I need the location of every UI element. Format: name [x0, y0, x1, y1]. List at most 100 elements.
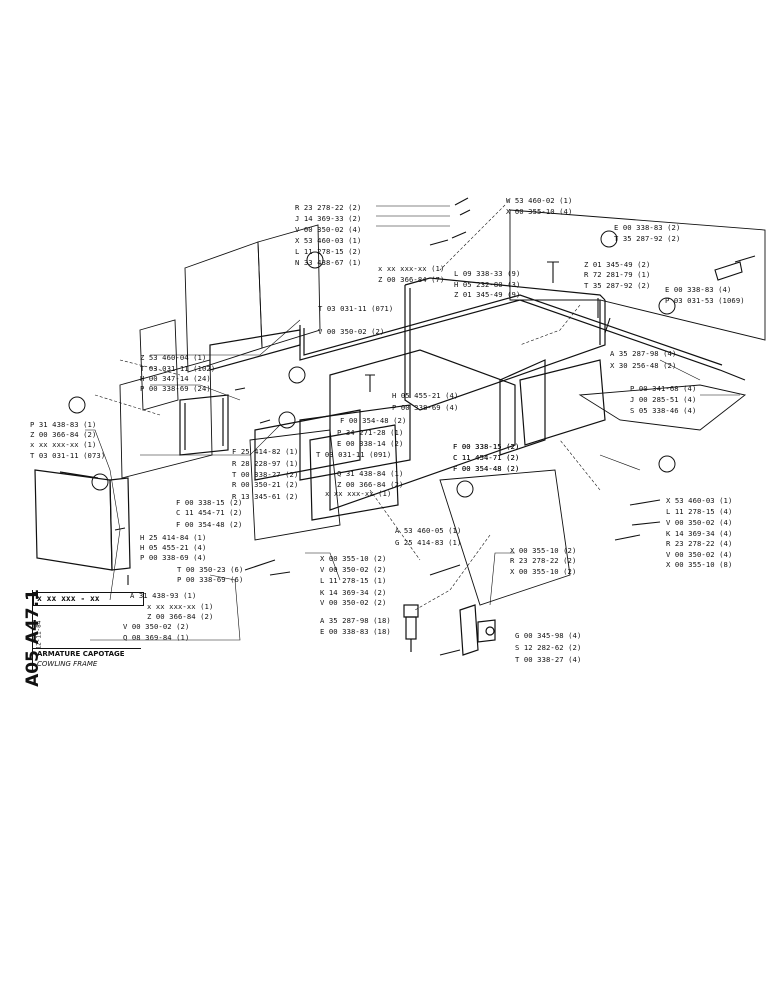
part-callout: J 00 285-51 (4)	[630, 395, 697, 404]
part-callout: T 00 350-23 (6)	[177, 565, 244, 574]
part-callout: P 31 438-83 (1)	[30, 420, 97, 429]
part-callout: C 11 454-71 (2)	[176, 508, 243, 517]
part-callout: x xx xxx-xx (1)	[30, 440, 97, 449]
part-callout: G 25 414-83 (1)	[395, 538, 462, 547]
part-callout: V 00 350-02 (4)	[666, 518, 733, 527]
part-callout: W 53 460-02 (1)	[506, 196, 573, 205]
title-english: COWLING FRAME	[37, 660, 98, 668]
part-callout: A 35 287-98 (4)	[610, 349, 677, 358]
detail-bubbles	[68, 230, 676, 498]
part-callout: C 11 454-71 (2)	[453, 453, 520, 462]
fasteners	[114, 197, 756, 656]
part-callout: V 00 350-02 (2)	[320, 565, 387, 574]
part-callout: E 00 338-83 (2)	[614, 223, 681, 232]
part-callout: Z 53 460-04 (1)	[140, 353, 207, 362]
part-callout: X 00 355-10 (4)	[506, 207, 573, 216]
part-callout: R 23 278-22 (4)	[666, 539, 733, 548]
frame-tubes	[179, 277, 746, 521]
part-callout: A 53 460-05 (1)	[395, 526, 462, 535]
part-callout: T 35 287-92 (2)	[614, 234, 681, 243]
part-callout: F 00 354-48 (2)	[176, 520, 243, 529]
part-callout: R 23 278-22 (2)	[510, 556, 577, 565]
part-callout: P 00 341-68 (4)	[630, 384, 697, 393]
part-callout: x xx xxx-xx (1)	[325, 489, 392, 498]
part-callout: x xx xxx-xx (1)	[147, 602, 214, 611]
part-callout: P 00 338-69 (24)	[140, 384, 211, 393]
part-callout: T 00 338-27 (2)	[232, 470, 299, 479]
part-callout: H 05 232-80 (3)	[454, 280, 521, 289]
part-callout: X 30 256-48 (2)	[610, 361, 677, 370]
part-callout: H 00 347-14 (24)	[140, 374, 211, 383]
part-callout: R 28 228-97 (1)	[232, 459, 299, 468]
part-callout: Z 00 366-84 (2)	[337, 480, 404, 489]
part-callout: G 00 345-98 (4)	[515, 631, 582, 640]
part-callout: F 00 338-15 (2)	[453, 442, 520, 451]
part-callout: E 00 338-83 (18)	[320, 627, 391, 636]
part-callout: R 72 281-79 (1)	[584, 270, 651, 279]
callout-leaders	[85, 205, 740, 641]
part-callout: V 00 350-02 (2)	[318, 327, 385, 336]
part-callout: H 05 455-21 (4)	[140, 543, 207, 552]
part-callout: C 11 454-71 (2)	[453, 453, 520, 462]
part-callout: F 00 354-48 (2)	[453, 464, 520, 473]
part-number: x xx xxx - xx	[33, 592, 144, 606]
part-callout: T 03 031-11 (071)	[318, 304, 394, 313]
part-callout: Q 08 369-84 (1)	[123, 633, 190, 642]
part-callout: S 05 338-46 (4)	[630, 406, 697, 415]
lug-bracket	[459, 604, 496, 656]
part-callout: R 00 350-21 (2)	[232, 480, 299, 489]
part-callout: Q 31 438-84 (1)	[337, 469, 404, 478]
part-callout: Z 01 345-49 (9)	[454, 290, 521, 299]
part-callout: Z 00 366-84 (2)	[147, 612, 214, 621]
part-callout: P 03 031-53 (1069)	[665, 296, 745, 305]
part-callout: K 14 369-34 (4)	[666, 529, 733, 538]
part-callout: X 00 355-10 (8)	[666, 560, 733, 569]
part-callout: T 03 031-11 (073)	[30, 451, 106, 460]
part-callout: Z 00 366-84 (2)	[30, 430, 97, 439]
title-box: x xx xxx - xx ARMATURE CAPOTAGE COWLING …	[32, 590, 144, 672]
part-callout: P 00 338-69 (4)	[392, 403, 459, 412]
damper-bolt	[403, 604, 419, 652]
part-callout: E 00 338-14 (2)	[337, 439, 404, 448]
part-callout: X 00 355-10 (2)	[510, 567, 577, 576]
part-callout: x xx xxx-xx (1)	[378, 264, 445, 273]
part-callout: N 33 438-67 (1)	[295, 258, 362, 267]
part-callout: P 00 338-69 (6)	[177, 575, 244, 584]
part-callout: E 00 338-83 (4)	[665, 285, 732, 294]
part-callout: R 13 345-61 (2)	[232, 492, 299, 501]
part-callout: P 34 271-28 (1)	[337, 428, 404, 437]
part-callout: A 31 438-93 (1)	[130, 591, 197, 600]
title-divider	[33, 648, 141, 649]
part-callout: V 00 350-02 (4)	[295, 225, 362, 234]
cover-panels	[119, 209, 766, 606]
part-callout: R 23 278-22 (2)	[295, 203, 362, 212]
part-callout: J 14 369-33 (2)	[295, 214, 362, 223]
part-callout: X 00 355-10 (2)	[510, 546, 577, 555]
part-callout: X 53 460-03 (1)	[295, 236, 362, 245]
part-callout: T 35 287-92 (2)	[584, 281, 651, 290]
part-callout: V 00 350-02 (2)	[320, 598, 387, 607]
title-block: A05 A47.1 12-11-84 x xx xxx - xx ARMATUR…	[14, 589, 144, 687]
part-callout: A 35 287-98 (18)	[320, 616, 391, 625]
part-callout: Z 01 345-49 (2)	[584, 260, 651, 269]
part-callout: F 00 338-15 (2)	[176, 498, 243, 507]
part-callout: T 00 338-27 (4)	[515, 655, 582, 664]
leader-lines	[94, 204, 601, 611]
part-callout: L 09 338-33 (9)	[454, 269, 521, 278]
part-callout: K 14 369-34 (2)	[320, 588, 387, 597]
part-callout: P 00 338-69 (4)	[140, 553, 207, 562]
part-callout: X 00 355-10 (2)	[320, 554, 387, 563]
part-callout: V 00 350-02 (2)	[123, 622, 190, 631]
part-callout: L 11 278-15 (4)	[666, 507, 733, 516]
part-callout: F 00 354-48 (2)	[340, 416, 407, 425]
title-french: ARMATURE CAPOTAGE	[37, 650, 125, 658]
part-callout: F 00 354-48 (2)	[453, 464, 520, 473]
part-callout: T 03 031-11 (091)	[316, 450, 392, 459]
part-callout: X 53 460-03 (1)	[666, 496, 733, 505]
part-callout: F 00 338-15 (2)	[453, 442, 520, 451]
part-callout: F 25 414-82 (1)	[232, 447, 299, 456]
part-callout: Z 00 366-84 (7)	[378, 275, 445, 284]
part-callout: V 00 350-02 (4)	[666, 550, 733, 559]
